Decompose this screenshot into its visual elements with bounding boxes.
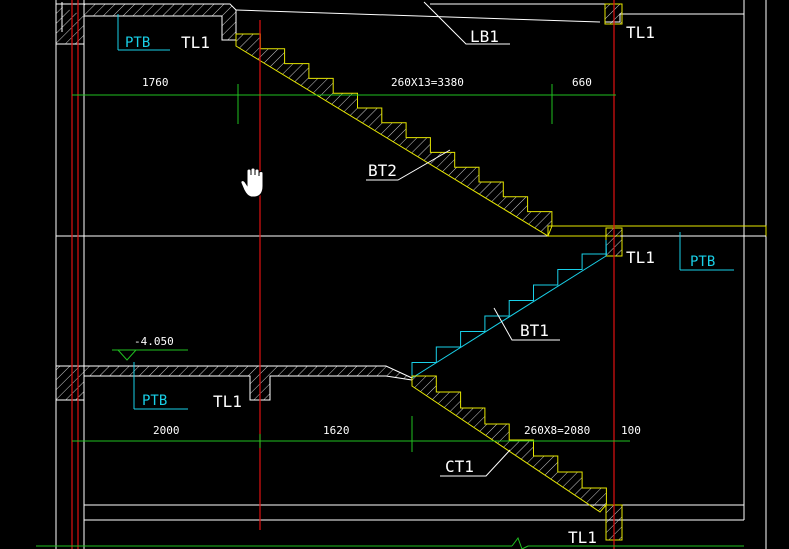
dim-1620: 1620	[323, 424, 350, 437]
lower-dimension-texts: 2000 1620 260X8=2080 100	[153, 424, 641, 437]
label-tl1-mid-right: TL1	[626, 248, 655, 267]
dimension-lines	[36, 84, 744, 549]
top-floor-slab	[55, 3, 745, 45]
label-tl1-top-right: TL1	[626, 23, 655, 42]
ptb-annotation-low	[133, 362, 188, 410]
ptb-label-low: PTB	[142, 393, 167, 409]
label-tl1-top-left: TL1	[181, 33, 210, 52]
dim-1760: 1760	[142, 76, 169, 89]
elevation-marker: -4.050	[116, 335, 174, 361]
leader-lines	[366, 1, 560, 477]
label-bt1: BT1	[520, 321, 549, 340]
mid-landing	[547, 225, 767, 257]
dim-260x8: 260X8=2080	[524, 424, 590, 437]
upper-dimension-texts: 1760 260X13=3380 660	[142, 76, 592, 89]
label-tl1-bottom: TL1	[568, 528, 597, 547]
dim-660: 660	[572, 76, 592, 89]
stair-flight-bt1	[411, 239, 607, 379]
label-ct1: CT1	[445, 457, 474, 476]
label-bt2: BT2	[368, 161, 397, 180]
dim-260x13: 260X13=3380	[391, 76, 464, 89]
ptb-label-right: PTB	[690, 254, 715, 270]
dim-100: 100	[621, 424, 641, 437]
stair-flight-bt2	[235, 33, 553, 237]
ptb-annotation-top	[117, 14, 170, 51]
hand-pan-icon	[240, 167, 264, 198]
stair-flight-ct1	[411, 375, 623, 541]
structure-lines	[55, 0, 767, 549]
ptb-annotation-right	[679, 232, 734, 271]
elevation-text: -4.050	[134, 335, 174, 348]
axis-lines	[71, 0, 615, 549]
label-lb1: LB1	[470, 27, 499, 46]
dim-2000: 2000	[153, 424, 180, 437]
ptb-label-top: PTB	[125, 35, 150, 51]
label-tl1-low-left: TL1	[213, 392, 242, 411]
